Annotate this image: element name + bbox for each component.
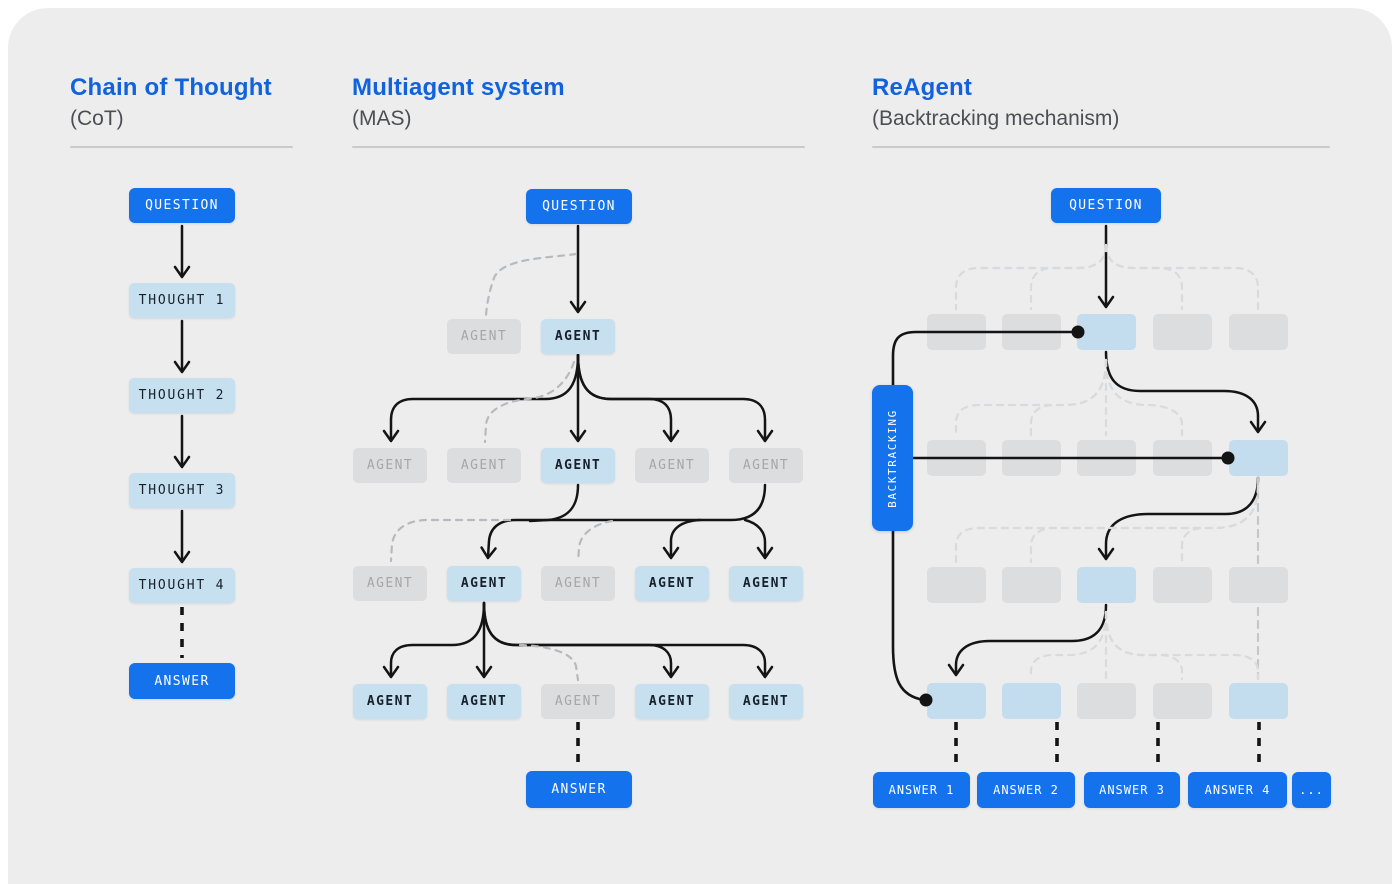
- reagent-node-inactive: [1229, 314, 1288, 350]
- cot-question-box: QUESTION: [129, 188, 235, 223]
- backtracking-label-text: BACKTRACKING: [886, 408, 900, 508]
- mas-agent-box-inactive: AGENT: [635, 448, 709, 483]
- cot-thought-4-box: THOUGHT 4: [129, 568, 235, 603]
- mas-agent-box-active: AGENT: [729, 684, 803, 719]
- mas-agent-box-active: AGENT: [635, 684, 709, 719]
- reagent-node-active: [1002, 683, 1061, 719]
- mas-question-box: QUESTION: [526, 189, 632, 224]
- cot-thought-2-box: THOUGHT 2: [129, 378, 235, 413]
- cot-title: Chain of Thought: [70, 74, 272, 101]
- reagent-node-inactive: [1229, 567, 1288, 603]
- mas-agent-box-active: AGENT: [541, 319, 615, 354]
- reagent-node-active: [927, 683, 986, 719]
- cot-subtitle: (CoT): [70, 107, 124, 130]
- mas-agent-box-active: AGENT: [447, 684, 521, 719]
- reagent-node-inactive: [1077, 440, 1136, 476]
- reagent-answer-1-box: ANSWER 1: [873, 772, 970, 808]
- cot-answer-box: ANSWER: [129, 663, 235, 699]
- mas-agent-box-active: AGENT: [353, 684, 427, 719]
- reagent-node-inactive: [927, 567, 986, 603]
- mas-agent-box-inactive: AGENT: [729, 448, 803, 483]
- reagent-node-inactive: [927, 314, 986, 350]
- reagent-node-inactive: [1077, 683, 1136, 719]
- mas-answer-box: ANSWER: [526, 771, 632, 808]
- mas-agent-box-inactive: AGENT: [353, 566, 427, 601]
- reagent-node-inactive: [1002, 567, 1061, 603]
- reagent-node-inactive: [1153, 314, 1212, 350]
- reagent-node-inactive: [1153, 567, 1212, 603]
- cot-thought-3-box: THOUGHT 3: [129, 473, 235, 508]
- reagent-node-active: [1077, 567, 1136, 603]
- mas-agent-box-inactive: AGENT: [447, 448, 521, 483]
- reagent-divider: [872, 146, 1330, 148]
- reagent-node-inactive: [1002, 440, 1061, 476]
- reagent-subtitle: (Backtracking mechanism): [872, 107, 1120, 130]
- reagent-node-inactive: [927, 440, 986, 476]
- mas-agent-box-inactive: AGENT: [447, 319, 521, 354]
- reagent-node-inactive: [1153, 440, 1212, 476]
- mas-subtitle: (MAS): [352, 107, 412, 130]
- reagent-answer-more-box: ...: [1292, 772, 1331, 808]
- reagent-node-active: [1229, 683, 1288, 719]
- cot-thought-1-box: THOUGHT 1: [129, 283, 235, 318]
- mas-agent-box-inactive: AGENT: [541, 684, 615, 719]
- mas-agent-box-active: AGENT: [447, 566, 521, 601]
- reagent-title: ReAgent: [872, 74, 973, 101]
- mas-agent-box-active: AGENT: [541, 448, 615, 483]
- mas-agent-box-inactive: AGENT: [541, 566, 615, 601]
- reagent-node-inactive: [1153, 683, 1212, 719]
- reagent-question-box: QUESTION: [1051, 188, 1161, 223]
- reagent-answer-3-box: ANSWER 3: [1084, 772, 1180, 808]
- reagent-node-inactive: [1002, 314, 1061, 350]
- mas-agent-box-active: AGENT: [729, 566, 803, 601]
- mas-agent-box-inactive: AGENT: [353, 448, 427, 483]
- backtracking-label: BACKTRACKING: [872, 385, 913, 531]
- mas-divider: [352, 146, 805, 148]
- mas-title: Multiagent system: [352, 74, 565, 101]
- cot-divider: [70, 146, 293, 148]
- reagent-answer-4-box: ANSWER 4: [1188, 772, 1287, 808]
- reagent-node-active: [1077, 314, 1136, 350]
- reagent-node-active: [1229, 440, 1288, 476]
- reagent-answer-2-box: ANSWER 2: [977, 772, 1075, 808]
- mas-agent-box-active: AGENT: [635, 566, 709, 601]
